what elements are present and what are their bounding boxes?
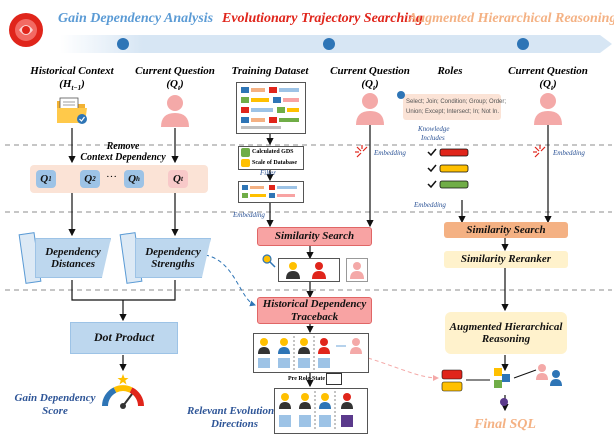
augmented-reasoning-line-2: Reasoning: [481, 333, 531, 345]
folder-icon: [55, 95, 89, 127]
similarity-search-label-col3: Similarity Search: [466, 223, 546, 236]
gds-panel: Calculated GDS Scale of Database: [238, 146, 304, 170]
similarity-reranker-label: Similarity Reranker: [460, 253, 552, 266]
current-question-symbol-1: (Qt): [166, 78, 184, 93]
embedding-label-col3-left: Embedding: [414, 201, 446, 209]
remove-context-label-1: Remove: [106, 141, 140, 152]
augmented-reasoning-line-1: Augmented Hierarchical: [449, 320, 563, 333]
q-ellipsis: ···: [106, 171, 117, 183]
stage-title-augmented: Augmented Hierarchical Reasoning: [408, 11, 614, 26]
person-icon: [353, 90, 387, 126]
knowledge-includes-label-1: Knowledge: [418, 125, 450, 133]
training-dataset-label: Training Dataset: [231, 65, 309, 77]
similarity-reranker-box: Similarity Reranker: [444, 251, 568, 268]
roles-icon: [397, 91, 405, 99]
stage-title-gain: Gain Dependency Analysis: [58, 11, 214, 26]
scale-of-database-label: Scale of Database: [252, 160, 297, 166]
dependency-strengths-line-2: Strengths: [151, 258, 195, 270]
sparkle-icon: [533, 145, 547, 159]
person-icon: [531, 90, 565, 126]
relevant-evolution-label-2: Directions: [211, 418, 259, 430]
search-result-row: [278, 258, 340, 282]
augmented-reasoning-box: Augmented Hierarchical Reasoning: [445, 312, 567, 354]
database-icon: [241, 148, 250, 157]
dependency-distances-line-2: Distances: [51, 258, 95, 270]
historical-context-label: Historical Context: [30, 65, 114, 77]
relevant-evolution-label-1: Relevant Evolution: [187, 405, 275, 417]
reasoning-tree-graphic: [438, 360, 568, 410]
filtered-dataset-image: [238, 181, 304, 203]
training-dataset-image: [236, 82, 306, 134]
embedding-label-col3-right: Embedding: [553, 149, 585, 157]
similarity-search-box-col3: Similarity Search: [444, 222, 568, 238]
final-sql-label: Final SQL: [474, 417, 536, 432]
dependency-strengths-line-1: Dependency: [145, 245, 201, 258]
historical-traceback-line-2: Traceback: [290, 310, 339, 323]
person-icon: [346, 258, 368, 282]
embedding-label-col2-left: Embedding: [233, 211, 265, 219]
person-icon: [158, 92, 192, 128]
current-question-label-3: Current Question: [508, 65, 588, 77]
gauge-icon: [99, 372, 147, 412]
knowledge-includes-label-2: Includes: [421, 134, 445, 142]
timeline-dot-3: [517, 38, 529, 50]
timeline-dot-1: [117, 38, 129, 50]
roles-list-line-2: Union; Except; Intersect; In; Not In.: [406, 109, 500, 115]
historical-traceback-box: Historical Dependency Traceback: [257, 297, 372, 324]
filter-label: Filter: [260, 169, 276, 177]
similarity-search-box-col2: Similarity Search: [257, 227, 372, 246]
sparkle-icon: [355, 145, 369, 159]
calculated-gds-label: Calculated GDS: [252, 149, 294, 155]
stage-title-evolution: Evolutionary Trajectory Searching: [222, 11, 423, 26]
historical-traceback-line-1: Historical Dependency: [262, 298, 367, 311]
scale-icon: [241, 159, 250, 167]
roles-list-box: [403, 94, 501, 120]
dependency-distances-line-1: Dependency: [45, 245, 101, 258]
similarity-search-label-col2: Similarity Search: [274, 230, 355, 243]
remove-context-label-2: Context Dependency: [80, 152, 166, 163]
logo-rose-icon: [6, 10, 46, 50]
dot-product-label: Dot Product: [93, 330, 155, 345]
current-question-symbol-2: (Qt): [361, 78, 379, 93]
trajectory-grid: [253, 333, 369, 373]
dot-product-box: Dot Product: [70, 322, 178, 354]
magnifier-icon: [262, 254, 276, 268]
timeline-bar: [60, 35, 612, 53]
role-state-icon: [326, 373, 342, 385]
evolution-directions-grid: [274, 388, 368, 434]
gain-dependency-score-label-1: Gain Dependency: [14, 392, 96, 404]
embedding-label-col2-right: Embedding: [374, 149, 406, 157]
current-question-symbol-3: (Qt): [539, 78, 557, 93]
pre-role-state-label: Pre Role-State: [288, 376, 326, 382]
dependency-strengths-box: Dependency Strengths: [135, 238, 211, 278]
timeline-dot-2: [323, 38, 335, 50]
checklist-icon: [426, 146, 472, 198]
roles-list-line-1: Select; Join; Condition; Group; Order;: [406, 99, 507, 105]
current-question-label-2: Current Question: [330, 65, 410, 77]
gain-dependency-score-label-2: Score: [42, 405, 68, 417]
historical-context-symbol: (Ht−1): [59, 78, 85, 93]
dependency-distances-box: Dependency Distances: [35, 238, 111, 278]
roles-label: Roles: [437, 65, 463, 77]
current-question-label-1: Current Question: [135, 65, 215, 77]
